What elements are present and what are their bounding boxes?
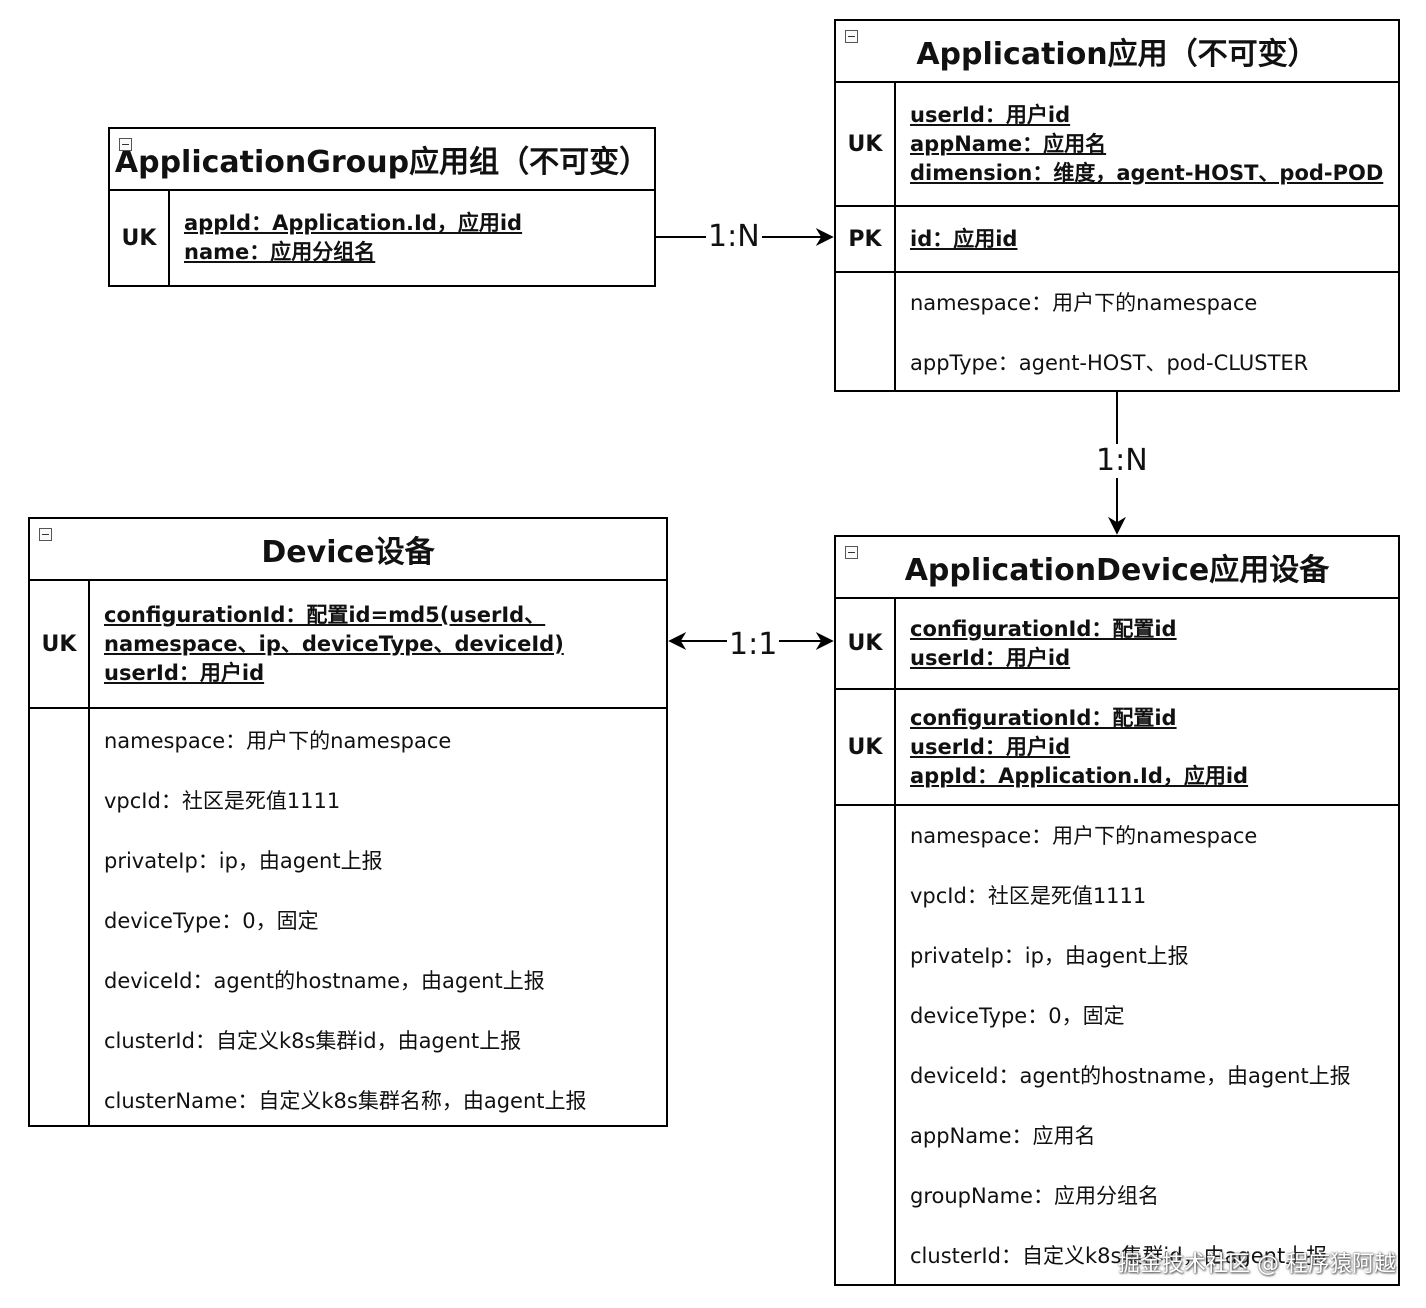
key-field: userId：用户id	[910, 102, 1071, 127]
key-label: UK	[30, 581, 90, 707]
key-label-empty	[30, 709, 90, 1125]
key-fields: configurationId：配置id userId：用户id appId：A…	[896, 690, 1398, 804]
key-fields: configurationId：配置id=md5(userId、 namespa…	[90, 581, 666, 707]
relation-label-app-appdevice: 1:N	[1094, 443, 1150, 478]
attribute-field: namespace：用户下的namespace	[910, 824, 1258, 848]
entity-application-device[interactable]: ApplicationDevice应用设备 UK configurationId…	[834, 535, 1400, 1286]
attribute-field: privateIp：ip，由agent上报	[104, 849, 383, 873]
entity-title: ApplicationGroup应用组（不可变）	[114, 145, 650, 180]
unique-key-section: UK configurationId：配置id=md5(userId、 name…	[30, 581, 666, 709]
key-field: configurationId：配置id	[910, 705, 1177, 730]
key-field: userId：用户id	[104, 660, 265, 685]
attribute-fields: namespace：用户下的namespace appType：agent-HO…	[896, 273, 1398, 390]
watermark: 掘金技术社区 @ 程序猿阿越	[1118, 1252, 1396, 1277]
entity-header: Device设备	[30, 519, 666, 581]
attribute-field: deviceType：0，固定	[910, 1004, 1125, 1028]
attribute-field: namespace：用户下的namespace	[104, 729, 452, 753]
key-field: namespace、ip、deviceType、deviceId)	[104, 631, 564, 656]
unique-key-section: UK configurationId：配置id userId：用户id appI…	[836, 690, 1398, 806]
attribute-field: vpcId：社区是死值1111	[104, 789, 341, 813]
primary-key-section: PK id：应用id	[836, 207, 1398, 273]
unique-key-section: UK configurationId：配置id userId：用户id	[836, 599, 1398, 690]
attribute-field: clusterId：自定义k8s集群id，由agent上报	[910, 1244, 1328, 1268]
key-label-empty	[836, 806, 896, 1284]
attribute-field: groupName：应用分组名	[910, 1184, 1159, 1208]
key-label: UK	[836, 83, 896, 205]
collapse-icon[interactable]	[39, 528, 52, 541]
attribute-fields: namespace：用户下的namespace vpcId：社区是死值1111 …	[896, 806, 1398, 1284]
key-fields: userId：用户id appName：应用名 dimension：维度，age…	[896, 83, 1398, 205]
key-label: PK	[836, 207, 896, 271]
entity-title: Application应用（不可变）	[916, 37, 1318, 72]
attribute-fields: namespace：用户下的namespace vpcId：社区是死值1111 …	[90, 709, 666, 1125]
key-field: appId：Application.Id，应用id	[910, 763, 1249, 788]
entity-title: Device设备	[261, 535, 435, 570]
key-fields: configurationId：配置id userId：用户id	[896, 599, 1398, 688]
attribute-field: appType：agent-HOST、pod-CLUSTER	[910, 351, 1309, 375]
collapse-icon[interactable]	[845, 30, 858, 43]
key-label: UK	[836, 690, 896, 804]
attribute-field: clusterName：自定义k8s集群名称，由agent上报	[104, 1089, 587, 1113]
attribute-field: privateIp：ip，由agent上报	[910, 944, 1189, 968]
unique-key-section: UK appId：Application.Id，应用id name：应用分组名	[110, 191, 654, 285]
entity-header: ApplicationDevice应用设备	[836, 537, 1398, 599]
attribute-field: deviceId：agent的hostname，由agent上报	[104, 969, 545, 993]
entity-title: ApplicationDevice应用设备	[904, 553, 1330, 588]
attribute-field: deviceType：0，固定	[104, 909, 319, 933]
key-field: userId：用户id	[910, 734, 1071, 759]
relation-label-group-app: 1:N	[706, 219, 762, 254]
entity-device[interactable]: Device设备 UK configurationId：配置id=md5(use…	[28, 517, 668, 1127]
key-field: appId：Application.Id，应用id	[184, 211, 523, 235]
attribute-field: vpcId：社区是死值1111	[910, 884, 1147, 908]
attribute-field: namespace：用户下的namespace	[910, 291, 1258, 315]
key-field: appName：应用名	[910, 131, 1107, 156]
key-field: userId：用户id	[910, 645, 1071, 670]
key-field: id：应用id	[910, 226, 1018, 251]
key-fields: id：应用id	[896, 207, 1398, 271]
attribute-section: namespace：用户下的namespace vpcId：社区是死值1111 …	[30, 709, 666, 1125]
entity-header: Application应用（不可变）	[836, 21, 1398, 83]
key-field: name：应用分组名	[184, 240, 376, 264]
key-field: dimension：维度，agent-HOST、pod-POD	[910, 160, 1384, 185]
entity-application[interactable]: Application应用（不可变） UK userId：用户id appNam…	[834, 19, 1400, 392]
entity-application-group[interactable]: ApplicationGroup应用组（不可变） UK appId：Applic…	[108, 127, 656, 287]
key-fields: appId：Application.Id，应用id name：应用分组名	[170, 191, 654, 285]
attribute-field: clusterId：自定义k8s集群id，由agent上报	[104, 1029, 522, 1053]
key-label: UK	[836, 599, 896, 688]
key-field: configurationId：配置id=md5(userId、	[104, 602, 546, 627]
key-label-empty	[836, 273, 896, 390]
attribute-section: namespace：用户下的namespace vpcId：社区是死值1111 …	[836, 806, 1398, 1284]
collapse-icon[interactable]	[845, 546, 858, 559]
attribute-field: appName：应用名	[910, 1124, 1096, 1148]
attribute-field: deviceId：agent的hostname，由agent上报	[910, 1064, 1351, 1088]
relation-label-device-appdevice: 1:1	[727, 627, 780, 662]
unique-key-section: UK userId：用户id appName：应用名 dimension：维度，…	[836, 83, 1398, 207]
collapse-icon[interactable]	[119, 138, 132, 151]
entity-header: ApplicationGroup应用组（不可变）	[110, 129, 654, 191]
key-field: configurationId：配置id	[910, 616, 1177, 641]
key-label: UK	[110, 191, 170, 285]
attribute-section: namespace：用户下的namespace appType：agent-HO…	[836, 273, 1398, 390]
